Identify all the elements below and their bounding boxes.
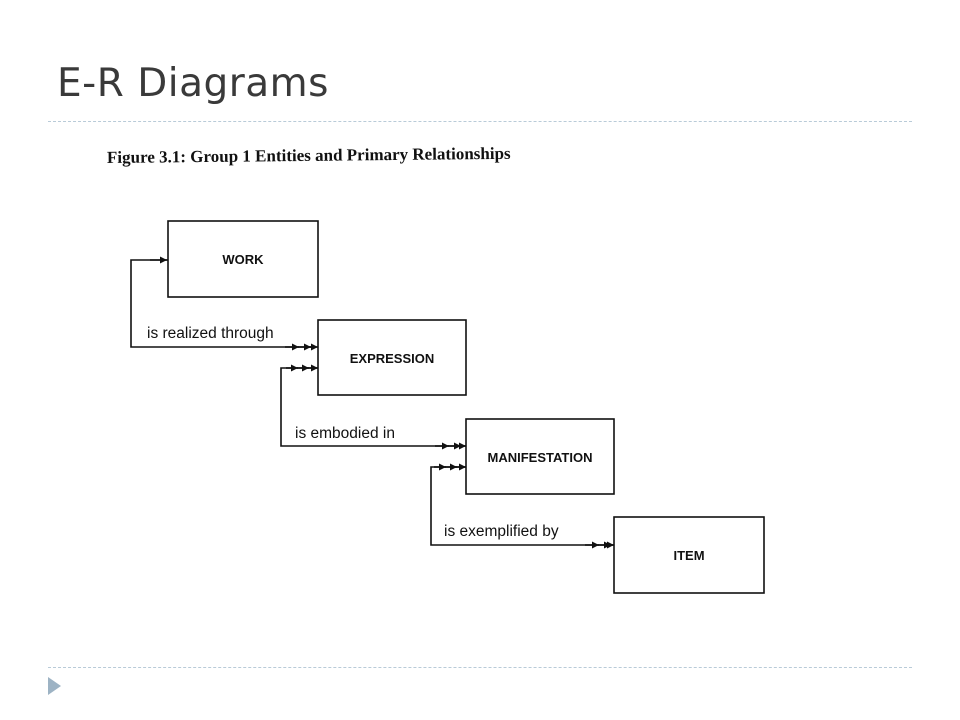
- footer-divider: [48, 667, 912, 668]
- entity-label-expression: EXPRESSION: [350, 351, 435, 366]
- slide-title: E-R Diagrams: [57, 61, 329, 106]
- relationship-label-exemplified: is exemplified by: [444, 523, 559, 540]
- entity-item-box: [613, 516, 765, 594]
- entity-expression-box: [317, 319, 467, 396]
- title-divider: [48, 121, 912, 122]
- entity-label-manifestation: MANIFESTATION: [488, 450, 593, 465]
- entity-label-work: WORK: [222, 252, 264, 267]
- rel1-connector: [130, 259, 316, 348]
- entity-label-item: ITEM: [673, 548, 704, 563]
- relationship-label-realized: is realized through: [147, 325, 274, 342]
- next-slide-arrow-icon[interactable]: [48, 677, 61, 695]
- entity-manifestation-box: [465, 418, 615, 495]
- entity-work-box: [167, 220, 319, 298]
- relationship-label-embodied: is embodied in: [295, 425, 395, 442]
